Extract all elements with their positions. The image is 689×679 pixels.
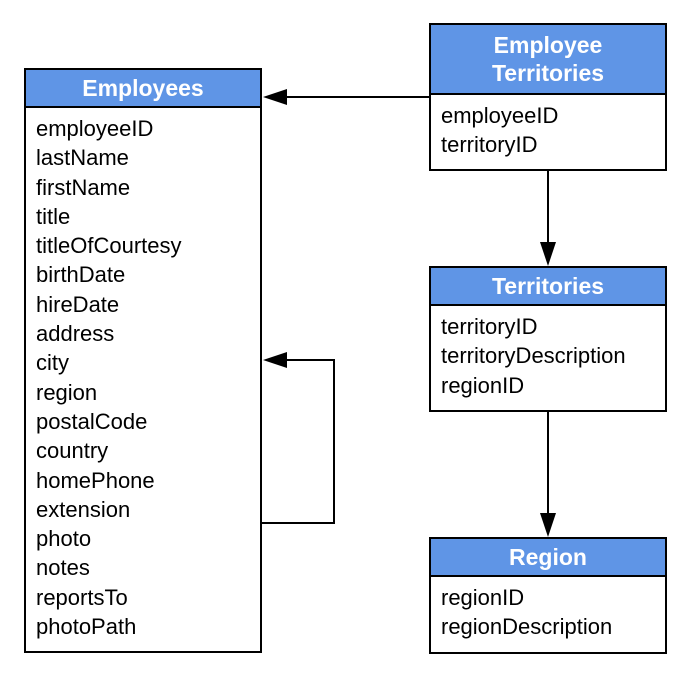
field-employees-city: city bbox=[36, 350, 69, 376]
entity-employees-header: Employees bbox=[26, 70, 260, 108]
arrowhead-icon bbox=[540, 513, 556, 537]
field-employees-country: country bbox=[36, 438, 109, 464]
entity-territories: Territories territoryID territoryDescrip… bbox=[429, 266, 667, 412]
field-employee-territories-employeeid: employeeID bbox=[441, 103, 559, 128]
field-employee-territories-territoryid: territoryID bbox=[441, 132, 538, 158]
arrowhead-icon bbox=[263, 352, 287, 368]
entity-region-header: Region bbox=[431, 539, 665, 577]
field-employees-photopath: photoPath bbox=[36, 614, 137, 640]
field-territories-territorydescription: territoryDescription bbox=[441, 343, 626, 369]
field-employees-birthdate: birthDate bbox=[36, 262, 126, 288]
entity-territories-fields: territoryID territoryDescription regionI… bbox=[431, 306, 665, 400]
field-employees-region: region bbox=[36, 379, 98, 405]
field-territories-territoryid: territoryID bbox=[441, 314, 538, 339]
field-employees-homephone: homePhone bbox=[36, 467, 155, 493]
arrowhead-icon bbox=[540, 242, 556, 266]
field-employees-address: address bbox=[36, 321, 115, 347]
entity-employees-fields: employeeID lastName firstName title titl… bbox=[26, 108, 260, 641]
entity-territories-header: Territories bbox=[431, 268, 665, 306]
entity-region: Region regionID regionDescription bbox=[429, 537, 667, 654]
entity-employee-territories-fields: employeeID territoryID bbox=[431, 95, 665, 160]
arrowhead-icon bbox=[263, 89, 287, 105]
field-employees-title: title bbox=[36, 203, 71, 229]
field-employees-photo: photo bbox=[36, 526, 92, 552]
field-territories-regionid: regionID bbox=[441, 372, 525, 398]
entity-employee-territories: Employee Territories employeeID territor… bbox=[429, 23, 667, 171]
entity-employees-title: Employees bbox=[82, 75, 204, 101]
field-region-regiondescription: regionDescription bbox=[441, 614, 613, 640]
field-employees-reportsto: reportsTo bbox=[36, 584, 128, 610]
entity-employee-territories-header: Employee Territories bbox=[431, 25, 665, 95]
entity-employee-territories-title-line2: Territories bbox=[491, 60, 605, 86]
field-employees-employeeid: employeeID bbox=[36, 116, 154, 141]
field-employees-postalcode: postalCode bbox=[36, 408, 148, 434]
field-employees-lastname: lastName bbox=[36, 145, 129, 171]
connector-employees-self-reference bbox=[262, 352, 335, 524]
entity-region-fields: regionID regionDescription bbox=[431, 577, 665, 642]
connector-employee-territories-to-territories bbox=[540, 171, 556, 266]
field-employees-titleofcourtesy: titleOfCourtesy bbox=[36, 233, 182, 259]
entity-employee-territories-title-line1: Employee bbox=[493, 32, 603, 58]
entity-employees: Employees employeeID lastName firstName … bbox=[24, 68, 262, 653]
field-employees-hiredate: hireDate bbox=[36, 291, 120, 317]
connector-territories-to-region bbox=[540, 412, 556, 537]
entity-region-title: Region bbox=[509, 544, 587, 570]
field-employees-extension: extension bbox=[36, 496, 131, 522]
entity-territories-title: Territories bbox=[491, 273, 605, 299]
connector-employee-territories-to-employees bbox=[263, 89, 429, 105]
field-region-regionid: regionID bbox=[441, 585, 525, 610]
field-employees-firstname: firstName bbox=[36, 174, 131, 200]
field-employees-notes: notes bbox=[36, 555, 90, 581]
